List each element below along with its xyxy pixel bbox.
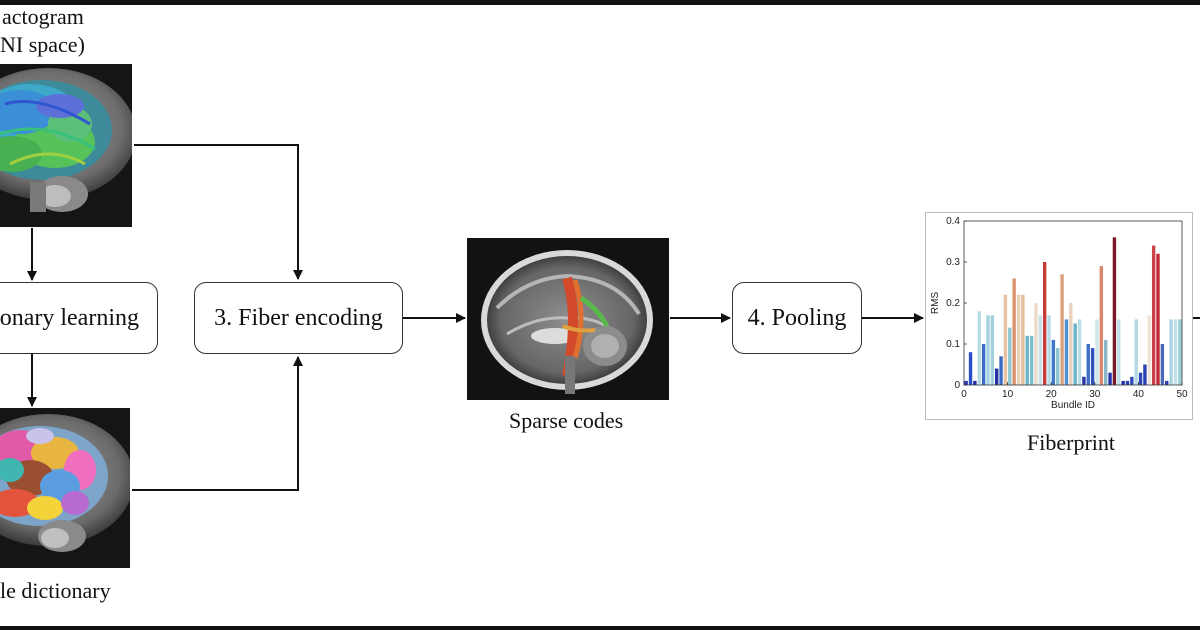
chart-bar xyxy=(968,352,973,385)
chart-ytick-label: 0.1 xyxy=(946,339,960,350)
chart-bar xyxy=(1038,315,1042,385)
sparse-codes-brain-image xyxy=(467,238,669,400)
chart-bar xyxy=(1082,376,1086,385)
pooling-box: 4. Pooling xyxy=(732,282,862,354)
chart-bar xyxy=(1042,262,1047,385)
chart-bar xyxy=(1143,364,1147,385)
chart-bar xyxy=(1104,339,1108,385)
chart-bar xyxy=(1090,348,1095,385)
bundle-dictionary-brain-image xyxy=(0,408,130,568)
dictionary-learning-box: onary learning xyxy=(0,282,158,354)
bottom-border xyxy=(0,626,1200,630)
chart-xlabel: Bundle ID xyxy=(1051,400,1095,411)
arrow-dictionary-to-encoding xyxy=(132,356,303,491)
chart-bar xyxy=(1051,339,1056,385)
chart-ylabel: RMS xyxy=(930,292,941,315)
fiberprint-label: Fiberprint xyxy=(1027,430,1115,455)
bundle-dictionary-label: le dictionary xyxy=(0,578,111,603)
chart-ytick-label: 0.2 xyxy=(946,298,960,309)
fiberprint-chart: 0 10 20 30 40 50 0 0.1 0.2 0.3 0.4 Bundle ID RMS xyxy=(925,212,1193,420)
chart-bar xyxy=(1125,380,1130,385)
chart-xtick-label: 40 xyxy=(1133,389,1145,400)
chart-bar xyxy=(1165,380,1169,385)
chart-bar xyxy=(973,380,977,385)
chart-ytick-label: 0 xyxy=(954,380,960,391)
chart-ytick-label: 0.3 xyxy=(946,257,960,268)
chart-bar xyxy=(1134,319,1138,385)
chart-bar xyxy=(981,344,986,385)
chart-bar xyxy=(1060,274,1064,385)
chart-bar xyxy=(1016,294,1021,385)
chart-xtick-label: 50 xyxy=(1176,389,1188,400)
sparse-codes-label: Sparse codes xyxy=(509,408,624,433)
chart-bar xyxy=(1077,319,1082,385)
chart-bar xyxy=(1056,348,1060,385)
chart-bar xyxy=(1025,335,1029,385)
chart-bar xyxy=(1073,323,1077,385)
chart-bar xyxy=(1121,380,1125,385)
chart-bar xyxy=(1034,303,1038,385)
chart-bar xyxy=(1064,319,1069,385)
chart-bar xyxy=(1008,327,1012,385)
chart-bar xyxy=(1029,335,1034,385)
arrow-tractogram-to-encoding xyxy=(134,144,303,280)
chart-bar xyxy=(1173,319,1178,385)
chart-bar xyxy=(1147,315,1151,385)
chart-bar xyxy=(1117,319,1121,385)
chart-bar xyxy=(1086,344,1090,385)
chart-bar xyxy=(964,380,968,385)
chart-xtick-label: 30 xyxy=(1089,389,1101,400)
fiberprint-chart-svg: 0 10 20 30 40 50 0 0.1 0.2 0.3 0.4 Bundle ID RMS xyxy=(930,216,1188,411)
chart-bar xyxy=(986,315,990,385)
chart-bar xyxy=(1003,294,1008,385)
tractogram-label-line1: actogram xyxy=(2,4,84,29)
chart-xtick-label: 10 xyxy=(1002,389,1014,400)
dictionary-learning-label: onary learning xyxy=(0,304,139,331)
chart-bar xyxy=(1156,253,1160,385)
chart-bar xyxy=(1151,245,1156,385)
tractogram-brain-image xyxy=(0,64,132,227)
chart-bar xyxy=(1047,315,1051,385)
chart-bar xyxy=(1095,319,1099,385)
chart-bar xyxy=(990,315,995,385)
chart-bar xyxy=(995,368,999,385)
fiber-encoding-box: 3. Fiber encoding xyxy=(194,282,403,354)
chart-bar xyxy=(1108,372,1112,385)
chart-bar xyxy=(1099,266,1104,385)
chart-xtick-label: 20 xyxy=(1046,389,1058,400)
chart-bar xyxy=(1021,294,1025,385)
chart-bar xyxy=(1138,372,1143,385)
chart-bar xyxy=(1069,303,1073,385)
chart-bar xyxy=(1130,376,1134,385)
chart-bar xyxy=(977,311,981,385)
chart-bar xyxy=(1112,237,1117,385)
chart-bar xyxy=(1169,319,1173,385)
chart-ytick-label: 0.4 xyxy=(946,216,960,227)
fiber-encoding-label: 3. Fiber encoding xyxy=(214,304,383,331)
tractogram-label-line2: NI space) xyxy=(0,32,85,57)
chart-bar xyxy=(1160,344,1165,385)
chart-xtick-label: 0 xyxy=(961,389,967,400)
top-border xyxy=(0,0,1200,5)
chart-bar xyxy=(999,356,1003,385)
chart-bar xyxy=(1178,319,1182,385)
pooling-label: 4. Pooling xyxy=(747,304,847,331)
chart-bar xyxy=(1012,278,1016,385)
